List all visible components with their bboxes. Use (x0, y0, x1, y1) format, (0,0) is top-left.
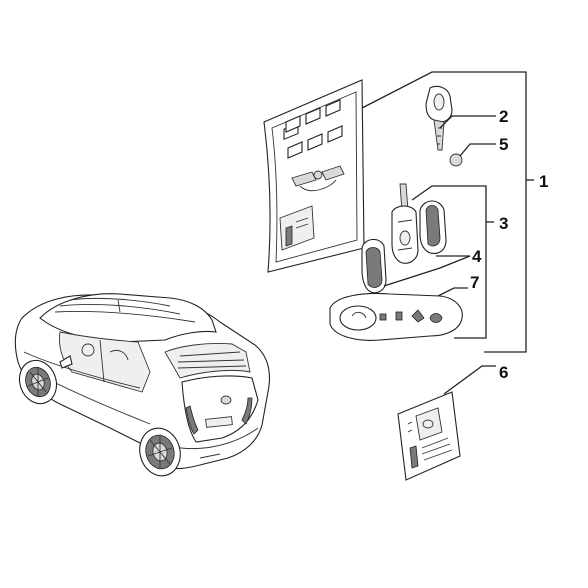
callout-4: 4 (472, 247, 482, 266)
remote-key-blade (391, 183, 419, 264)
key-shell-covers (361, 200, 447, 294)
ignition-key (425, 85, 453, 151)
front-wheel (18, 359, 58, 405)
code-card (397, 391, 461, 481)
washer (449, 153, 463, 167)
key-cover-pad (329, 293, 463, 341)
rear-wheel (139, 427, 181, 477)
callout-7: 7 (470, 273, 479, 292)
key-code-card-holder (263, 79, 365, 273)
callout-5: 5 (499, 135, 508, 154)
callout-2: 2 (499, 107, 508, 126)
vehicle (14, 293, 271, 477)
callout-1: 1 (539, 172, 548, 191)
callout-6: 6 (499, 363, 508, 382)
leader-lines (361, 71, 534, 395)
callout-3: 3 (499, 214, 508, 233)
